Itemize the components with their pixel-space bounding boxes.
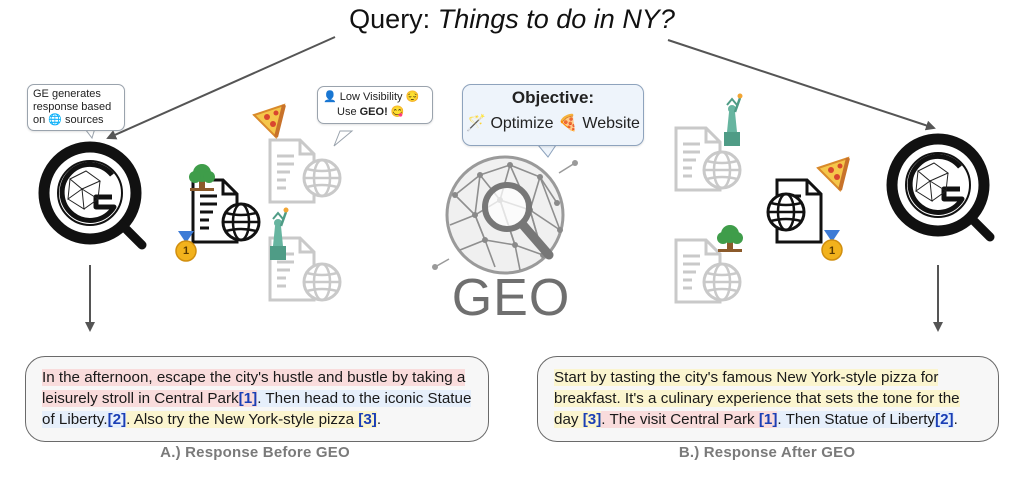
person-icon: 👤 xyxy=(323,91,337,103)
caption-after-geo: B.) Response After GEO xyxy=(678,444,856,461)
resp-b-cite2: [1] xyxy=(758,411,778,428)
resp-a-cite2: [2] xyxy=(107,411,127,428)
query-heading: Query: Things to do in NY? xyxy=(0,4,1024,35)
resp-a-part3: . Also try the New York-style pizza xyxy=(126,411,359,428)
caption-before-geo: A.) Response Before GEO xyxy=(160,444,350,461)
liberty-icon-left xyxy=(268,206,290,262)
smile-face-icon: 😋 xyxy=(390,106,405,118)
ge-bubble-text: GE generates response based on 🌐 sources xyxy=(33,88,112,126)
use-text: Use xyxy=(337,106,357,118)
resp-a-cite1: [1] xyxy=(238,390,258,407)
ge-generates-bubble: GE generates response based on 🌐 sources xyxy=(27,84,125,131)
geo-label: GEO xyxy=(451,269,571,327)
resp-a-cite3: [3] xyxy=(358,411,377,428)
low-visibility-bubble: 👤 Low Visibility 😔 Use GEO! 😋 xyxy=(317,86,433,124)
resp-a-part4: . xyxy=(376,411,382,428)
rank-number-left: 1 xyxy=(183,245,189,257)
tree-icon-right xyxy=(717,225,743,252)
globe-faded-2 xyxy=(302,262,342,302)
geo-network-icon xyxy=(432,155,578,275)
objective-bubble: Objective: 🪄 Optimize 🍕 Website xyxy=(462,84,644,146)
response-after-box: Start by tasting the city's famous New Y… xyxy=(537,356,999,442)
magic-wand-icon: 🪄 xyxy=(466,115,486,132)
resp-b-cite3: [2] xyxy=(935,411,954,428)
arrow-query-to-ge-left xyxy=(106,36,336,140)
globe-faded-4 xyxy=(702,262,742,302)
pizza-icon-left xyxy=(252,103,286,139)
resp-b-part1: Start by tasting the city's famous New Y… xyxy=(554,369,960,428)
pizza-small-icon: 🍕 xyxy=(558,115,578,132)
resp-b-part3: . Then Statue of Liberty xyxy=(777,411,936,428)
query-text: Things to do in NY? xyxy=(437,4,675,34)
optimize-text: Optimize xyxy=(490,115,554,132)
objective-line: 🪄 Optimize 🍕 Website xyxy=(463,115,643,132)
visibility-bubble-tail xyxy=(333,130,354,147)
resp-b-part4: . xyxy=(953,411,958,428)
arrow-query-to-ge-right xyxy=(667,39,936,131)
globe-faded-3 xyxy=(702,150,742,190)
globe-faded-1 xyxy=(302,158,342,198)
response-after-text: Start by tasting the city's famous New Y… xyxy=(554,367,988,430)
visibility-line-1: 👤 Low Visibility 😔 xyxy=(323,90,427,105)
globe-icon-left xyxy=(221,202,261,242)
sad-face-icon: 😔 xyxy=(405,91,420,103)
visibility-line-2: Use GEO! 😋 xyxy=(323,105,427,120)
generative-engine-icon-right xyxy=(892,139,990,237)
objective-bubble-tail xyxy=(536,144,557,158)
liberty-icon-right xyxy=(722,92,744,148)
objective-title: Objective: xyxy=(511,88,595,107)
website-text: Website xyxy=(582,115,640,132)
response-before-box: In the afternoon, escape the city's hust… xyxy=(25,356,489,442)
geo-exclaim-text: GEO! xyxy=(359,106,388,118)
resp-b-cite1: [3] xyxy=(582,411,602,428)
pizza-icon-right xyxy=(816,156,850,192)
low-visibility-text: Low Visibility xyxy=(339,91,403,103)
query-label: Query: xyxy=(349,4,431,34)
globe-icon-right xyxy=(766,192,806,232)
response-before-text: In the afternoon, escape the city's hust… xyxy=(42,367,478,430)
resp-b-part2: . The visit Central Park xyxy=(601,411,759,428)
generative-engine-icon-left xyxy=(44,147,142,245)
rank-number-right: 1 xyxy=(829,245,835,257)
